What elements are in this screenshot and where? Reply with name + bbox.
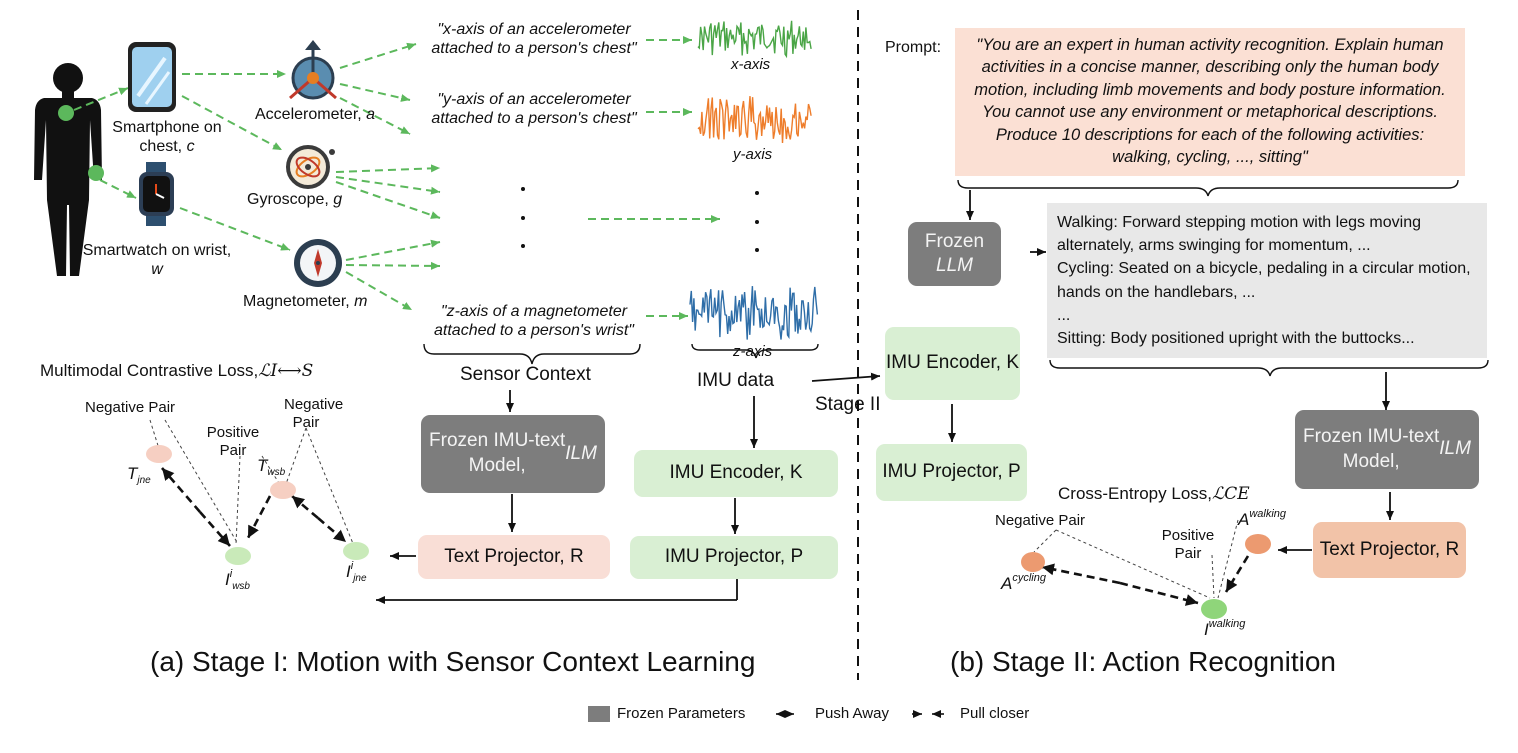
description-sitting: Sitting: Body positioned upright with th… (1057, 329, 1415, 347)
positive-pair-label-stage2: Positive Pair (1161, 527, 1215, 562)
wrist-sensor-dot (88, 165, 104, 181)
description-walking: Walking: Forward stepping motion with le… (1057, 214, 1422, 255)
contrastive-loss-title: Multimodal Contrastive Loss,ℒI⟷S (40, 361, 314, 381)
smartphone-icon (128, 42, 176, 112)
left-push-pull-arrows (161, 467, 347, 547)
node-i-walking (1201, 599, 1227, 619)
stage1-caption: (a) Stage I: Motion with Sensor Context … (150, 646, 756, 677)
imu-encoder-box: IMU Encoder, K (634, 450, 838, 497)
imu-projector-box: IMU Projector, P (630, 536, 838, 579)
node-a-walking-label: Awalking (1238, 508, 1287, 529)
negative-pair-label-right: Negative Pair (284, 396, 344, 431)
sensor-context-label: Sensor Context (460, 364, 591, 385)
imu-data-label: IMU data (697, 370, 775, 391)
ellipsis-dots (521, 187, 759, 252)
context-y-text: "y-axis of an accelerometer attached to … (431, 91, 637, 128)
legend-pull-label: Pull closer (960, 705, 1030, 722)
node-a-cycling (1021, 552, 1045, 572)
node-i-wsb-label: Iiwsb (225, 568, 250, 592)
positive-pair-label-left: Positive Pair (206, 424, 260, 459)
node-i-walking-label: Iwalking (1204, 618, 1246, 639)
node-t-jne (146, 445, 172, 463)
legend-push-label: Push Away (815, 705, 889, 722)
accelerometer-icon (289, 40, 337, 100)
stage2-text-projector-box: Text Projector, R (1313, 522, 1466, 578)
chest-sensor-dot (58, 105, 74, 121)
accelerometer-label: Accelerometer, a (255, 106, 376, 123)
imu-data-brace (691, 343, 819, 359)
stage2-frozen-imu-text-model-box: Frozen IMU-text Model, ILM (1295, 410, 1479, 489)
node-a-walking (1245, 534, 1271, 554)
stage2-imu-encoder-box: IMU Encoder, K (885, 327, 1020, 400)
description-cycling: Cycling: Seated on a bicycle, pedaling i… (1057, 260, 1471, 301)
signal-z-label: z-axis (733, 343, 773, 360)
smartwatch-icon (139, 162, 174, 226)
node-i-wsb (225, 547, 251, 565)
activity-descriptions-box: Walking: Forward stepping motion with le… (1047, 203, 1487, 358)
signal-y-waveform (697, 96, 812, 144)
signal-z-waveform (689, 286, 819, 340)
signal-x-waveform (697, 20, 812, 59)
stage2-imu-projector-box: IMU Projector, P (876, 444, 1027, 501)
text-projector-box: Text Projector, R (418, 535, 610, 579)
node-i-jne-label: Iijne (346, 560, 367, 584)
magnetometer-label: Magnetometer, m (243, 293, 368, 310)
smartwatch-label: Smartwatch on wrist, w (82, 242, 232, 279)
node-t-wsb (270, 481, 296, 499)
stage2-arrow-label: Stage II (815, 394, 881, 415)
right-pair-lines (1033, 519, 1239, 599)
legend-frozen-label: Frozen Parameters (617, 705, 746, 722)
descriptions-brace (1049, 359, 1489, 377)
context-z-text: "z-axis of a magnetometer attached to a … (434, 303, 634, 340)
gyroscope-icon (286, 145, 335, 189)
node-t-jne-label: Tjne (127, 464, 151, 486)
negative-pair-label-left: Negative Pair (85, 399, 176, 416)
prompt-brace (957, 179, 1459, 197)
cross-entropy-loss-title: Cross-Entropy Loss,ℒCE (1058, 484, 1250, 504)
magnetometer-icon (294, 239, 342, 287)
node-a-cycling-label: Acycling (1001, 572, 1046, 593)
description-ellipsis: ... (1057, 306, 1071, 324)
node-t-wsb-label: Twsb (257, 456, 286, 478)
smartphone-label: Smartphone on chest, c (112, 119, 222, 156)
black-arrows (376, 190, 1394, 604)
sensor-context-brace (423, 343, 641, 365)
right-push-pull-arrows (1041, 555, 1250, 606)
stage2-caption: (b) Stage II: Action Recognition (950, 646, 1336, 677)
signal-x-label: x-axis (731, 56, 771, 73)
negative-pair-label-stage2: Negative Pair (995, 512, 1086, 529)
node-i-jne (343, 542, 369, 560)
prompt-text-box: "You are an expert in human activity rec… (955, 28, 1465, 176)
context-x-text: "x-axis of an accelerometer attached to … (431, 21, 637, 58)
prompt-label: Prompt: (885, 39, 942, 56)
data-flow-arrows (179, 36, 720, 320)
gyroscope-label: Gyroscope, g (247, 191, 343, 208)
legend-frozen-swatch (588, 706, 610, 722)
human-silhouette-icon (34, 63, 102, 276)
signal-y-label: y-axis (733, 146, 773, 163)
frozen-imu-text-model-box: Frozen IMU-text Model, ILM (421, 415, 605, 493)
